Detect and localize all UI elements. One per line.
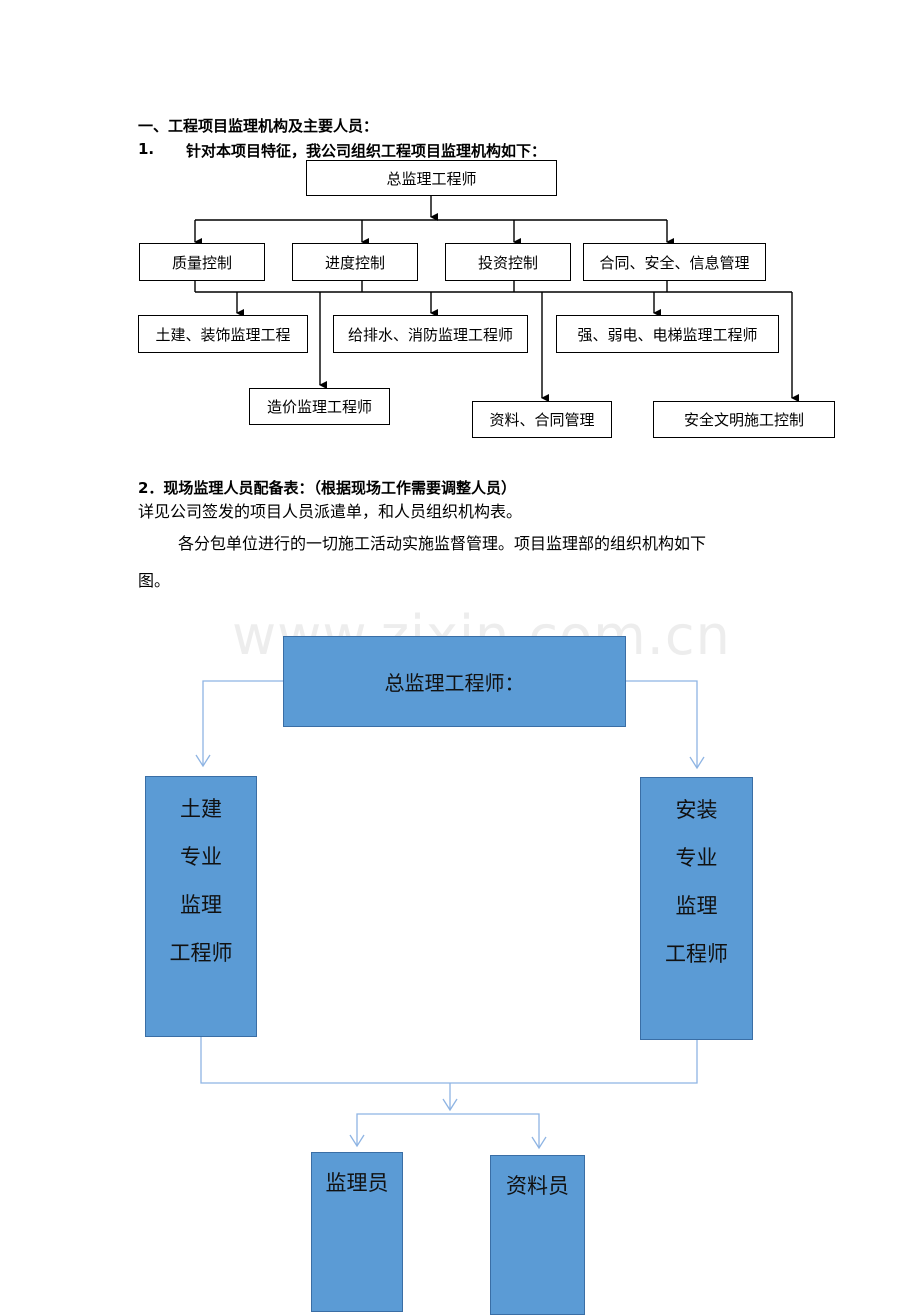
org2-installation-line: 监理 xyxy=(675,894,718,918)
org1-schedule-box: 进度控制 xyxy=(292,243,418,281)
org1-cost-box: 造价监理工程师 xyxy=(249,388,390,425)
org1-connectors xyxy=(194,196,799,402)
org2-installation-box: 安装 专业 监理 工程师 xyxy=(640,777,753,1040)
org1-safety-box: 安全文明施工控制 xyxy=(653,401,835,438)
section2-heading: 2．现场监理人员配备表：（根据现场工作需要调整人员） xyxy=(138,479,516,497)
org2-installation-line: 专业 xyxy=(675,846,718,870)
org2-civil-line: 专业 xyxy=(180,845,222,869)
org2-civil-line: 监理 xyxy=(180,893,222,917)
org2-civil-box: 土建 专业 监理 工程师 xyxy=(145,776,257,1037)
org2-supervisor-box: 监理员 xyxy=(311,1152,403,1312)
org2-installation-line: 安装 xyxy=(675,798,718,822)
section2-line3: 图。 xyxy=(138,571,171,590)
org2-civil-line: 土建 xyxy=(180,797,222,821)
org1-documents-box: 资料、合同管理 xyxy=(472,401,612,438)
org1-civil-box: 土建、装饰监理工程 xyxy=(138,315,308,353)
org1-electrical-box: 强、弱电、电梯监理工程师 xyxy=(556,315,779,353)
org2-documentation-box: 资料员 xyxy=(490,1155,585,1315)
section2-line2: 各分包单位进行的一切施工活动实施监督管理。项目监理部的组织机构如下 xyxy=(178,534,707,553)
section1-sub-text: 针对本项目特征，我公司组织工程项目监理机构如下： xyxy=(186,142,547,160)
org1-quality-box: 质量控制 xyxy=(139,243,265,281)
org2-chief-box: 总监理工程师： xyxy=(283,636,626,727)
org2-installation-line: 工程师 xyxy=(665,942,728,966)
org1-plumbing-box: 给排水、消防监理工程师 xyxy=(333,315,528,353)
org1-chief-box: 总监理工程师 xyxy=(306,160,557,196)
section1-sub-number: 1. xyxy=(138,140,155,158)
org2-civil-line: 工程师 xyxy=(169,941,233,965)
section2-line1: 详见公司签发的项目人员派遣单，和人员组织机构表。 xyxy=(138,502,523,521)
section1-heading: 一、工程项目监理机构及主要人员： xyxy=(138,117,379,135)
org1-contract-safety-box: 合同、安全、信息管理 xyxy=(583,243,766,281)
org1-investment-box: 投资控制 xyxy=(445,243,571,281)
